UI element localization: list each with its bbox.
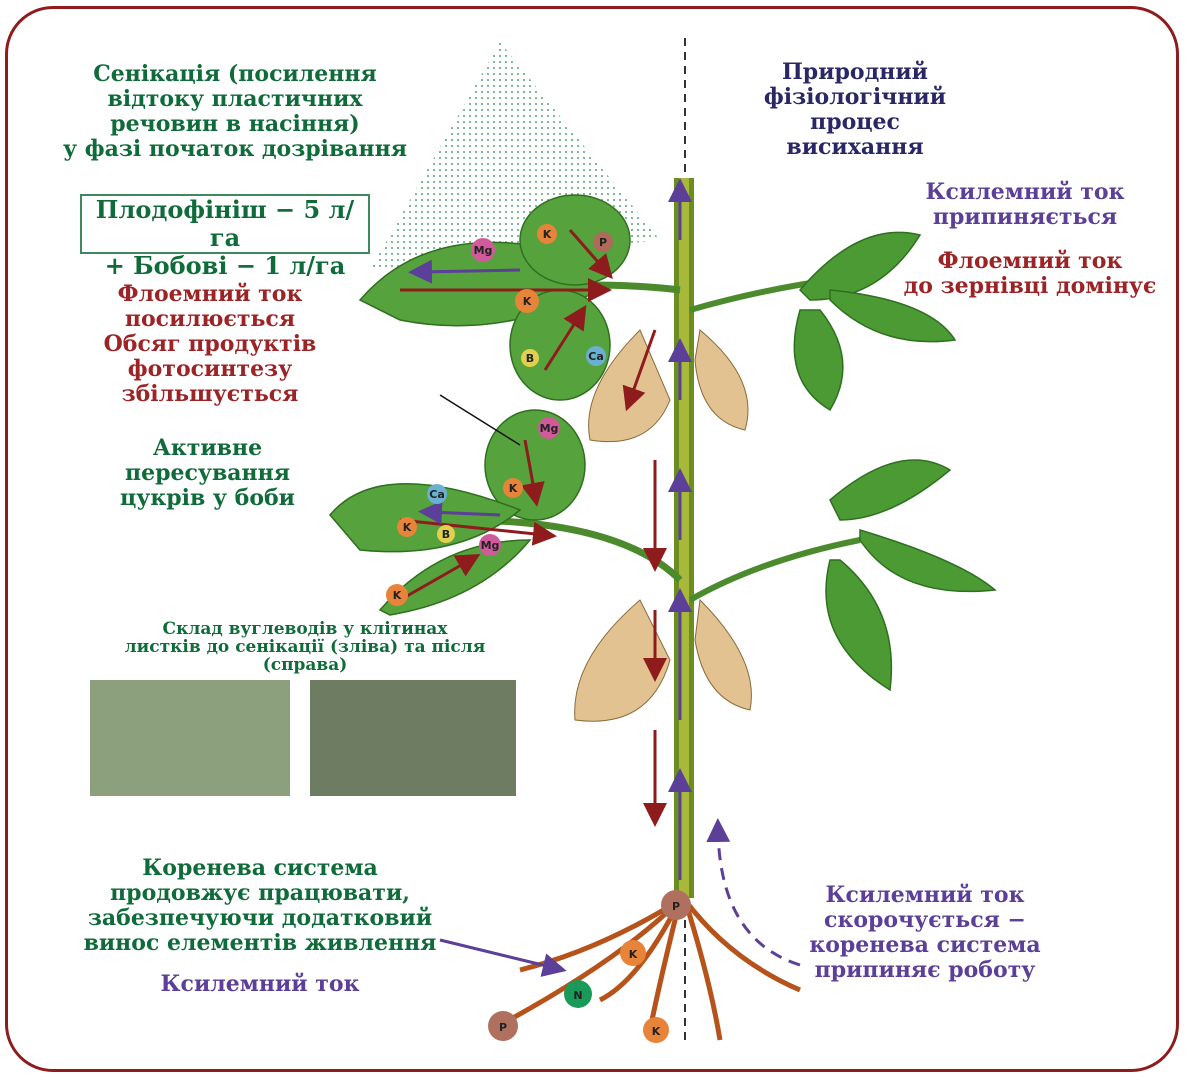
nutrient-p [488, 1011, 518, 1041]
nutrient-k [643, 1017, 669, 1043]
diagram-frame [5, 6, 1179, 1072]
nutrient-k [503, 478, 523, 498]
pods [574, 329, 752, 722]
nutrient-ca [427, 484, 447, 504]
svg-text:Mg: Mg [540, 422, 559, 435]
svg-text:K: K [523, 295, 532, 308]
svg-text:P: P [499, 1021, 507, 1034]
nutrient-ca [586, 346, 606, 366]
nutrient-k [386, 584, 408, 606]
svg-text:K: K [652, 1025, 661, 1038]
xylem-flow-label: Ксилемний ток [160, 971, 360, 997]
svg-text:K: K [393, 589, 402, 602]
nutrient-k [620, 940, 646, 966]
svg-text:P: P [599, 236, 607, 249]
micrograph-before [90, 680, 290, 796]
nutrients: Mg K P K B Ca Mg K Ca K B Mg K P K N P K [386, 224, 691, 1043]
svg-text:Ca: Ca [588, 350, 604, 363]
svg-text:B: B [526, 352, 534, 365]
product-dose-box: Плодофініш − 5 л/га+ Бобові − 1 л/га [80, 194, 370, 280]
svg-text:K: K [403, 521, 412, 534]
nutrient-n [564, 980, 592, 1008]
nutrient-k [537, 224, 557, 244]
leaves-right [793, 231, 997, 692]
svg-text:N: N [573, 989, 582, 1002]
svg-text:B: B [442, 528, 450, 541]
nutrient-mg [479, 534, 501, 556]
svg-text:K: K [543, 228, 552, 241]
svg-text:Mg: Mg [474, 244, 493, 257]
nutrient-b [521, 349, 539, 367]
svg-text:Mg: Mg [481, 539, 500, 552]
nutrient-p [593, 232, 613, 252]
nutrient-b [437, 525, 455, 543]
nutrient-k [515, 289, 539, 313]
nutrient-k [397, 517, 417, 537]
svg-text:K: K [629, 948, 638, 961]
svg-text:Ca: Ca [429, 488, 445, 501]
svg-text:P: P [672, 900, 680, 913]
nutrient-mg [538, 417, 560, 439]
micrograph-after [310, 680, 516, 796]
nutrient-p [661, 890, 691, 920]
nutrient-mg [471, 238, 495, 262]
svg-text:K: K [509, 482, 518, 495]
